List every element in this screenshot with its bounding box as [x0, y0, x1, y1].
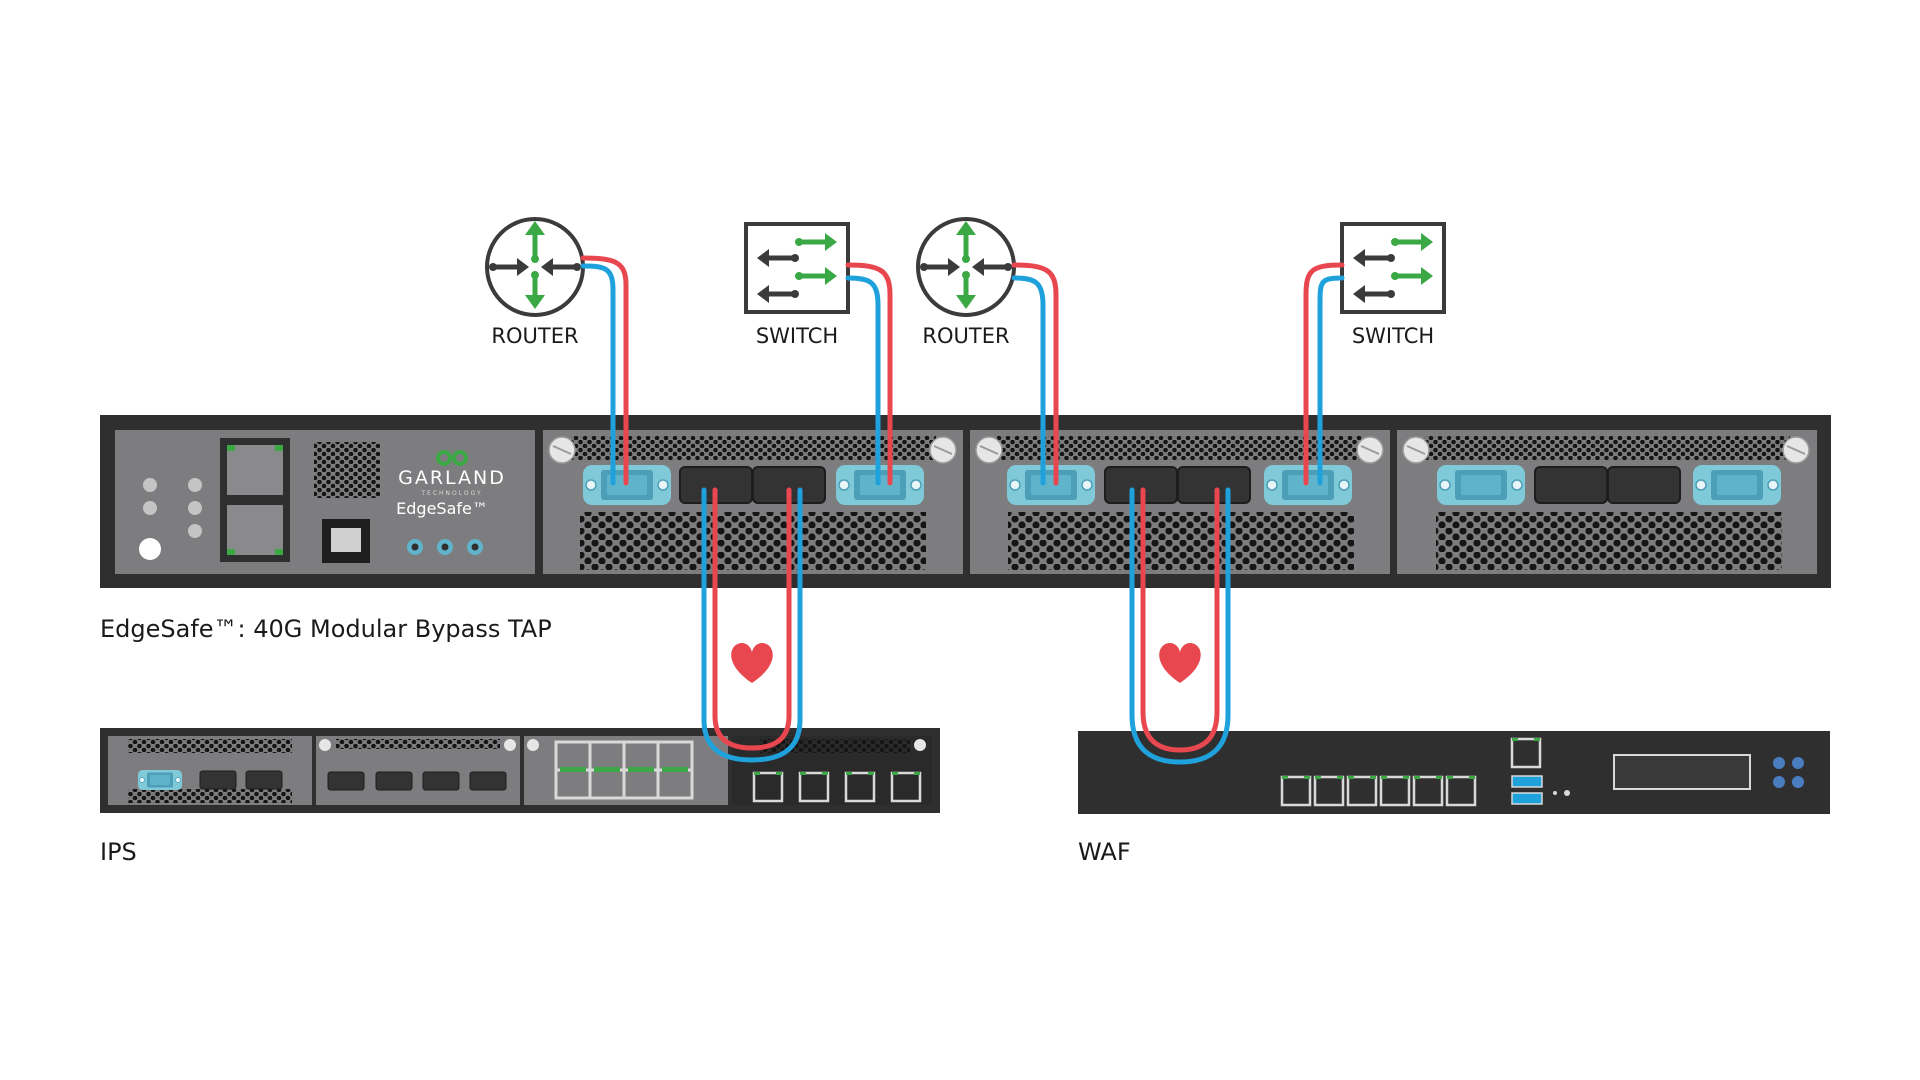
ethernet-port-icon [220, 438, 290, 562]
cable-red [1303, 262, 1345, 486]
network-port-icon[interactable] [137, 769, 183, 791]
tap-module-1 [543, 430, 963, 574]
waf-caption: WAF [1078, 838, 1131, 866]
cable-red [845, 262, 893, 486]
heartbeat-icon [1159, 643, 1201, 683]
network-port-icon[interactable] [1006, 464, 1096, 506]
switch-1-label: SWITCH [756, 324, 838, 348]
tap-model-name: EdgeSafe™ [396, 499, 488, 518]
port-slot-icon[interactable] [375, 771, 413, 791]
router-icon [918, 219, 1014, 315]
ips-appliance [100, 728, 940, 813]
cable-blue [1129, 487, 1231, 765]
tap-caption: EdgeSafe™: 40G Modular Bypass TAP [100, 615, 552, 643]
cable-red [712, 487, 792, 751]
vent-grille [314, 442, 380, 498]
router-1: ROUTER [487, 219, 583, 348]
switch-1: SWITCH [746, 224, 848, 348]
status-led-icon [1773, 757, 1804, 788]
cable-red [580, 255, 629, 486]
power-button-icon[interactable] [139, 538, 161, 560]
cable-blue [580, 263, 616, 486]
router-icon [487, 219, 583, 315]
router-1-label: ROUTER [491, 324, 578, 348]
brand-subtitle: TECHNOLOGY [420, 490, 482, 497]
monitor-port-icon[interactable] [1177, 466, 1251, 504]
port-slot-icon[interactable] [469, 771, 507, 791]
router-2-label: ROUTER [922, 324, 1009, 348]
cable-red [1140, 487, 1220, 753]
tap-control-panel: GARLAND TECHNOLOGY EdgeSafe™ [115, 430, 535, 574]
port-slot-icon[interactable] [199, 770, 237, 790]
cable-blue [1317, 275, 1345, 486]
network-port-icon[interactable] [1692, 464, 1782, 506]
cable-blue [845, 275, 881, 486]
cable-red [1011, 262, 1059, 486]
brand-name: GARLAND [398, 467, 506, 489]
usb-port-icon [322, 519, 370, 563]
cable-blue [701, 487, 803, 763]
port-slot-icon[interactable] [327, 771, 365, 791]
cable-blue [1011, 275, 1046, 486]
heartbeat-icon [731, 643, 773, 683]
ips-caption: IPS [100, 838, 137, 866]
monitor-port-icon[interactable] [1534, 466, 1608, 504]
console-port-icon [407, 539, 483, 555]
switch-2: SWITCH [1342, 224, 1444, 348]
switch-icon [1342, 224, 1444, 312]
router-2: ROUTER [918, 219, 1014, 348]
status-led-icon [143, 478, 202, 538]
garland-logo: GARLAND TECHNOLOGY [398, 450, 506, 497]
switch-icon [746, 224, 848, 312]
switch-2-label: SWITCH [1352, 324, 1434, 348]
port-slot-icon[interactable] [245, 770, 283, 790]
tap-module-2 [970, 430, 1390, 574]
cables [580, 255, 1345, 765]
tap-module-3 [1397, 430, 1817, 574]
waf-appliance [1078, 731, 1830, 814]
bypass-tap-chassis: GARLAND TECHNOLOGY EdgeSafe™ [100, 415, 1831, 588]
usb-port-icon [1511, 775, 1543, 805]
drive-bay [1613, 754, 1751, 790]
network-port-icon[interactable] [1436, 464, 1526, 506]
port-slot-icon[interactable] [422, 771, 460, 791]
monitor-port-icon[interactable] [1607, 466, 1681, 504]
